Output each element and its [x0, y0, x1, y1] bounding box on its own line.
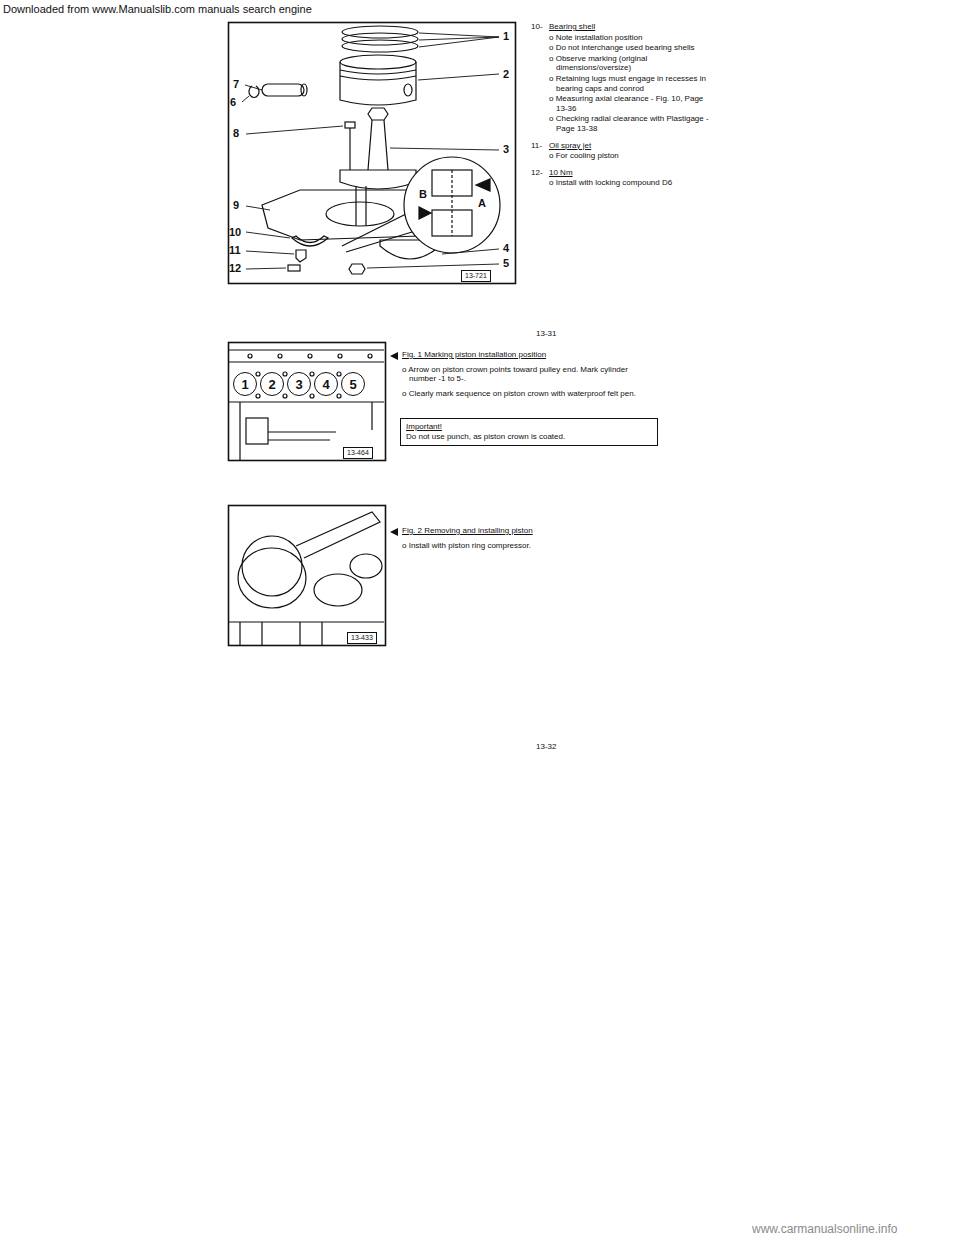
ring-compressor: [229, 512, 384, 645]
node-text: 1: [241, 378, 248, 391]
figure-number-box: 13-433: [347, 632, 377, 644]
node-text: Do not use punch, as piston crown is coa…: [406, 432, 652, 442]
oil-spray-jet: [288, 250, 306, 271]
callout-number: 10: [229, 226, 241, 239]
callout-number: B: [419, 188, 427, 201]
node-text: 5: [349, 378, 356, 391]
node-text: 2: [268, 378, 275, 391]
node-text: 13-721: [465, 272, 487, 280]
cylinder-number: 1: [233, 372, 257, 396]
figure-note: o Clearly mark sequence on piston crown …: [402, 389, 652, 399]
item-number: 12-: [531, 168, 543, 178]
figure-number-box: 13-464: [343, 447, 373, 459]
item-note: o Measuring axial clearance - Fig. 10, P…: [549, 94, 714, 113]
item-number: 10-: [531, 22, 543, 32]
figure-caption: Fig. 1 Marking piston installation posit…: [402, 350, 546, 360]
figure-caption: Fig. 2 Removing and installing piston: [402, 526, 533, 536]
callout-number: 2: [503, 68, 509, 81]
item-title: Oil spray jet: [549, 141, 591, 151]
item-note: o For cooling piston: [549, 151, 714, 161]
node-text: 3: [295, 378, 302, 391]
node-text: 13-464: [347, 449, 369, 457]
callout-number: 11: [229, 244, 241, 257]
page-number: 13-32: [536, 742, 556, 752]
page-number: 13-31: [536, 329, 556, 339]
piston: [340, 55, 416, 105]
node-text: 13-433: [351, 634, 373, 642]
item-note: o Retaining lugs must engage in recesses…: [549, 74, 714, 93]
figure-frame: [229, 506, 386, 646]
cylinder-number: 2: [260, 372, 284, 396]
download-note: Downloaded from www.Manualslib.com manua…: [3, 3, 312, 16]
cylinder-number: 5: [341, 372, 365, 396]
item-note: o Checking radial clearance with Plastig…: [549, 114, 714, 133]
item-note: o Install with locking compound D6: [549, 178, 714, 188]
item-title: 10 Nm: [549, 168, 573, 178]
callout-number: 1: [503, 30, 509, 43]
item-number: 11-: [531, 141, 542, 151]
item-title: Bearing shell: [549, 22, 595, 32]
pointer-arrow: [390, 528, 398, 536]
figure-frame: [229, 23, 516, 284]
callout-number: 8: [233, 127, 239, 140]
node-text: Important!: [406, 422, 652, 432]
figure-number-box: 13-721: [461, 270, 491, 282]
callout-number: 3: [503, 143, 509, 156]
node-text: 4: [322, 378, 329, 391]
callout-number: 12: [229, 262, 241, 275]
pointer-arrow: [390, 352, 398, 360]
callout-number: 9: [233, 199, 239, 212]
leader-lines: [242, 33, 499, 269]
piston-pin: [249, 84, 307, 97]
detail-inset: [342, 157, 500, 253]
piston-rings: [342, 26, 418, 52]
callout-number: 6: [230, 96, 236, 109]
watermark: www.carmanualsonline.info: [752, 1222, 897, 1236]
cylinder-number: 4: [314, 372, 338, 396]
item-note: o Observe marking (original dimensions/o…: [549, 54, 714, 73]
cylinder-number: 3: [287, 372, 311, 396]
callout-number: 7: [233, 78, 239, 91]
callout-number: 4: [503, 242, 509, 255]
item-note: o Note installation position: [549, 33, 714, 43]
figure-note: o Install with piston ring compressor.: [402, 541, 652, 551]
bearing-shell: [292, 236, 328, 246]
callout-number: A: [478, 197, 486, 210]
figure-frame: [229, 343, 386, 461]
figure-note: o Arrow on piston crown points toward pu…: [402, 365, 652, 384]
engine-block-top: [229, 350, 384, 460]
callout-number: 5: [503, 257, 509, 270]
important-note-box: Important!Do not use punch, as piston cr…: [400, 418, 658, 446]
item-note: o Do not interchange used bearing shells: [549, 43, 714, 53]
